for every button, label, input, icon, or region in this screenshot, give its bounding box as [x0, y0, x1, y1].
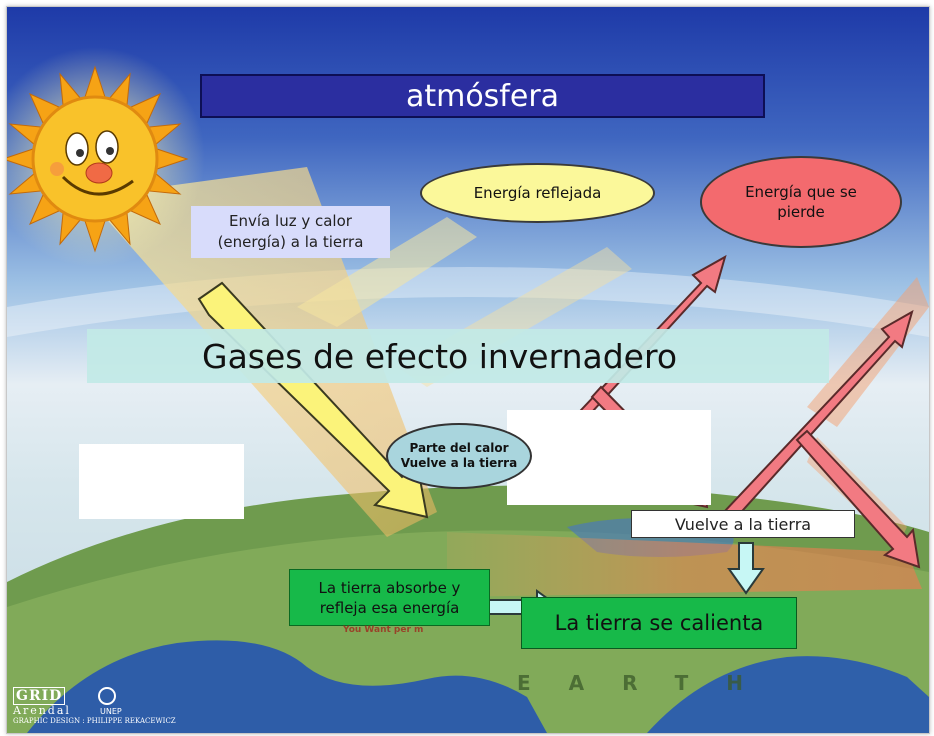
lost-energy-line-1: Energía que se	[745, 183, 857, 201]
graphic-design-credit: GRAPHIC DESIGN : PHILIPPE REKACEWICZ	[13, 717, 176, 725]
part-heat-line-2: Vuelve a la tierra	[400, 456, 518, 470]
faint-caption: You Want per m	[343, 625, 424, 635]
greenhouse-gases-label: Gases de efecto invernadero	[87, 329, 829, 383]
absorbs-line-2: refleja esa energía	[319, 598, 460, 617]
grid-arendal-logo: GRID Arendal GRAPHIC DESIGN : PHILIPPE R…	[13, 685, 176, 725]
part-heat-returns-label: Parte del calor Vuelve a la tierra	[386, 423, 532, 489]
absorbs-line-1: La tierra absorbe y	[318, 578, 461, 597]
blank-panel-left	[79, 444, 244, 519]
slide-frame: atmósfera Energía reflejada Energía que …	[6, 6, 930, 734]
sun-label-line-2: (energía) a la tierra	[217, 233, 364, 251]
sun-sends-energy-label: Envía luz y calor (energía) a la tierra	[191, 206, 390, 258]
earth-absorbs-label: La tierra absorbe y refleja esa energía	[289, 569, 490, 626]
grid-logo-text: GRID	[13, 687, 66, 705]
arendal-text: Arendal	[13, 704, 71, 717]
heat-band	[447, 532, 922, 597]
unep-logo-icon	[98, 687, 116, 705]
heat-beam-faint	[807, 277, 929, 427]
blank-panel-middle	[507, 410, 711, 505]
lost-energy-line-2: pierde	[777, 203, 825, 221]
earth-map-word: EARTH	[517, 671, 782, 695]
sea	[27, 640, 547, 733]
lost-energy-label: Energía que se pierde	[700, 156, 902, 248]
atmosphere-label: atmósfera	[200, 74, 765, 118]
reflected-energy-label: Energía reflejada	[420, 163, 655, 223]
sun-label-line-1: Envía luz y calor	[229, 212, 352, 230]
earth-heats-label: La tierra se calienta	[521, 597, 797, 649]
sea-east	[647, 656, 929, 733]
sunlight-beam-2	[297, 217, 477, 327]
sun-icon	[7, 65, 189, 253]
part-heat-line-1: Parte del calor	[409, 441, 509, 455]
unep-text: UNEP	[100, 707, 122, 716]
returns-to-earth-label: Vuelve a la tierra	[631, 510, 855, 538]
